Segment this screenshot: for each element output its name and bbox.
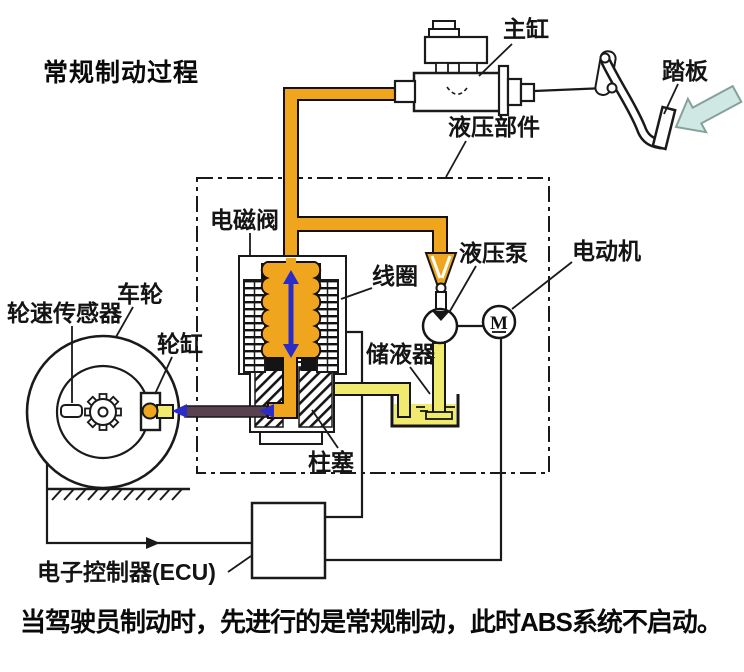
wheel-cylinder-leader bbox=[154, 356, 173, 395]
flow-arrow-left bbox=[172, 404, 187, 418]
master-cylinder-leader bbox=[478, 43, 513, 77]
mc-fluid-reservoir bbox=[423, 35, 489, 65]
press-direction-arrow-icon bbox=[674, 84, 743, 134]
pedal-leader bbox=[663, 83, 679, 115]
ecu-leader bbox=[227, 555, 252, 573]
wheel-brake-line bbox=[156, 404, 274, 419]
pedal-pad bbox=[651, 105, 677, 151]
flow-arrow-left bbox=[259, 404, 274, 418]
leader-lines bbox=[71, 43, 679, 573]
label-pedal: 踏板 bbox=[662, 58, 708, 84]
valve-flow-double-arrow bbox=[283, 270, 299, 358]
pressure-pipe bbox=[283, 87, 448, 265]
label-solenoid-valve: 电磁阀 bbox=[210, 207, 279, 233]
wheel-assembly bbox=[25, 334, 181, 490]
label-master-cylinder: 主缸 bbox=[503, 16, 549, 42]
label-wheel-speed-sensor: 轮速传感器 bbox=[7, 300, 122, 326]
hydraulic-pump-group: M bbox=[421, 252, 517, 345]
mc-flange bbox=[497, 64, 510, 117]
wheel-leader bbox=[115, 306, 134, 338]
pedal-arm bbox=[603, 59, 664, 147]
solenoid-valve-group bbox=[238, 255, 347, 445]
ground bbox=[48, 487, 190, 501]
valve-wire bbox=[325, 330, 364, 519]
label-plunger: 柱塞 bbox=[308, 449, 354, 475]
check-valve-funnel bbox=[424, 252, 458, 285]
coil-leader bbox=[340, 287, 373, 300]
pedal-group bbox=[594, 50, 743, 151]
motor-symbol: M bbox=[490, 313, 508, 334]
pushrod-joint bbox=[606, 82, 618, 94]
pump-piston-tip bbox=[432, 311, 450, 321]
pump-circle bbox=[421, 307, 459, 345]
ecu-box bbox=[250, 501, 327, 580]
mc-body bbox=[412, 71, 502, 113]
label-motor: 电动机 bbox=[572, 238, 641, 264]
valve-return-pipe bbox=[329, 382, 411, 418]
tone-ring-gear-icon bbox=[84, 393, 122, 431]
hydraulic-unit-leader bbox=[445, 140, 467, 178]
label-coil: 线圈 bbox=[372, 263, 418, 289]
label-wheel-cylinder: 轮缸 bbox=[157, 331, 203, 357]
wire-arrow bbox=[146, 537, 160, 549]
pump-leader bbox=[449, 265, 477, 312]
pipe-seam bbox=[284, 356, 296, 364]
plunger-leader bbox=[311, 409, 339, 449]
motor-wire bbox=[325, 337, 503, 562]
label-wheel: 车轮 bbox=[117, 281, 163, 307]
label-ecu: 电子控制器(ECU) bbox=[37, 559, 216, 585]
label-hydraulic-unit: 液压部件 bbox=[448, 114, 540, 140]
valve-outlet-channel bbox=[267, 359, 298, 419]
mc-cap-base bbox=[428, 28, 460, 38]
pedal-pivot bbox=[599, 52, 611, 64]
label-hydraulic-pump: 液压泵 bbox=[459, 240, 528, 266]
wheel-cylinder-piston bbox=[141, 402, 159, 420]
pipe-seam bbox=[286, 258, 296, 266]
label-reservoir: 储液器 bbox=[366, 341, 435, 367]
valve-base bbox=[259, 431, 323, 445]
plunger-hatch-right bbox=[298, 366, 333, 428]
page-title: 常规制动过程 bbox=[43, 59, 200, 87]
wheel-speed-sensor-icon bbox=[60, 404, 83, 418]
motor-leader bbox=[511, 261, 573, 310]
mc-inlet-port bbox=[393, 79, 417, 104]
caption-text: 当驾驶员制动时，先进行的是常规制动，此时ABS系统不启动。 bbox=[20, 607, 723, 637]
motor-circle bbox=[481, 304, 517, 340]
master-cylinder-group bbox=[393, 20, 536, 117]
hydraulic-unit-boundary bbox=[196, 177, 550, 474]
pushrod bbox=[533, 86, 607, 93]
reservoir-leader bbox=[409, 366, 431, 395]
